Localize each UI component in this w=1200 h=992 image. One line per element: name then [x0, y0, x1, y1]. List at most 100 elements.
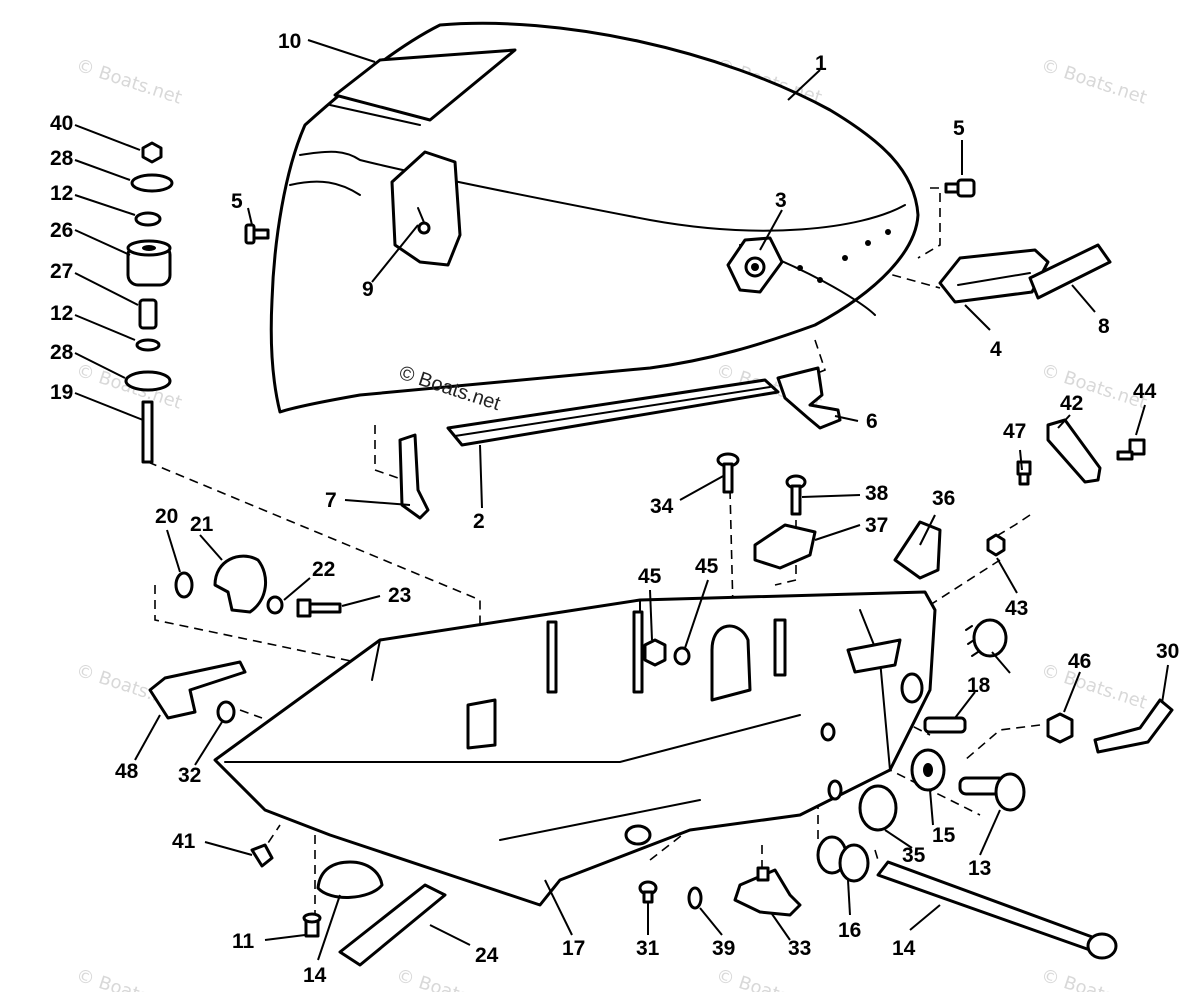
- callout-18: 17: [562, 937, 585, 960]
- bolt-24: [296, 598, 342, 618]
- callout-12b: 12: [50, 302, 73, 325]
- callout-17: 16: [838, 919, 861, 942]
- watermark: © Boats.net: [1038, 965, 1149, 992]
- screw-5-right: [944, 178, 976, 198]
- pin-19: [923, 716, 967, 734]
- grommet-16: [910, 748, 946, 792]
- washer-38: [687, 886, 703, 910]
- callout-23: 22: [312, 558, 335, 581]
- cap-14: [316, 860, 384, 899]
- knob-48: [965, 618, 1008, 658]
- nut-45a: [643, 638, 667, 667]
- lever-47: [148, 660, 247, 720]
- nut-45b: [1046, 712, 1074, 744]
- callout-40: 41: [172, 830, 196, 853]
- callout-11: 11: [232, 930, 255, 953]
- callout-38: 39: [712, 937, 735, 960]
- washer-23: [266, 595, 284, 615]
- callouts: 10 1 5 3 4 8 5 9 6 7 2 40 28 12 26 27 12…: [50, 30, 1179, 987]
- callout-24: 23: [388, 584, 411, 607]
- latch-bracket: [776, 366, 842, 430]
- lower-cover: [213, 590, 937, 907]
- leader-lines: [74, 39, 1169, 961]
- callout-8: 8: [1098, 315, 1110, 338]
- plug-30: [638, 880, 658, 904]
- rear-decal: [1028, 243, 1112, 300]
- callout-10: 10: [278, 30, 301, 53]
- washer-44: [673, 646, 691, 666]
- callout-20: 19: [50, 381, 73, 404]
- knob-17: [816, 835, 870, 883]
- callout-30: 31: [636, 937, 660, 960]
- callout-6: 6: [866, 410, 878, 433]
- bolt-33: [716, 452, 740, 494]
- callout-46: 47: [1003, 420, 1026, 443]
- callout-4: 4: [990, 338, 1002, 361]
- callout-28b: 28: [50, 341, 74, 364]
- watermark: © Boats.net: [393, 965, 504, 992]
- callout-1: 1: [815, 52, 827, 75]
- bolt-37: [785, 474, 807, 516]
- callout-13: 13: [968, 857, 991, 880]
- callout-39: 40: [50, 112, 73, 135]
- knob-13: [958, 772, 1026, 812]
- callout-19: 18: [967, 674, 991, 697]
- callout-7: 7: [325, 489, 337, 512]
- rear-panel: [938, 248, 1050, 304]
- screw-5-left: [244, 223, 270, 245]
- callout-41: 42: [1060, 392, 1083, 415]
- clip-22: [213, 554, 268, 614]
- watermark: © Boats.net: [1038, 55, 1149, 109]
- callout-37: 38: [865, 482, 889, 505]
- block-36: [753, 523, 817, 570]
- callout-25: 24: [475, 944, 499, 967]
- watermark: © Boats.net: [73, 55, 184, 109]
- callout-43: 44: [1133, 380, 1157, 403]
- callout-28a: 28: [50, 147, 74, 170]
- rod-15: [876, 860, 1118, 960]
- mount-stack: [124, 141, 174, 464]
- callout-12a: 12: [50, 182, 73, 205]
- handle-29: [1093, 698, 1174, 754]
- fitting-32: [733, 866, 802, 917]
- fitting-11: [302, 912, 322, 938]
- seal-strip: [446, 378, 780, 447]
- callout-29: 30: [1156, 640, 1179, 663]
- callout-26: 26: [50, 219, 73, 242]
- cap-34: [858, 784, 898, 832]
- watermark: © Boats.net: [1038, 660, 1149, 714]
- nut-42: [986, 533, 1006, 557]
- callout-42: 43: [1005, 597, 1028, 620]
- callout-35: 36: [932, 487, 955, 510]
- screw-46: [1016, 460, 1032, 486]
- callout-47: 48: [115, 760, 139, 783]
- clip-40: [250, 843, 274, 868]
- callout-27: 27: [50, 260, 73, 283]
- callout-5-left: 5: [231, 190, 243, 213]
- callout-22: 21: [190, 513, 214, 536]
- washer-31: [216, 700, 236, 724]
- callout-9: 9: [362, 278, 374, 301]
- callout-16: 15: [932, 824, 956, 847]
- engine-cover: [269, 21, 920, 414]
- washer-21: [174, 571, 194, 599]
- callout-32: 33: [788, 937, 811, 960]
- callout-45a: 45: [638, 565, 662, 588]
- lever-41: [1046, 418, 1102, 484]
- callout-15: 14: [892, 937, 916, 960]
- callout-36: 37: [865, 514, 888, 537]
- callout-45b: 46: [1068, 650, 1091, 673]
- watermark: © Boats.net: [73, 965, 184, 992]
- callout-31: 32: [178, 764, 201, 787]
- pad-35: [893, 520, 942, 580]
- callout-14: 14: [303, 964, 327, 987]
- watermark: © Boats.net: [713, 965, 824, 992]
- callout-5-right: 5: [953, 117, 965, 140]
- callout-21: 20: [155, 505, 178, 528]
- callout-34: 35: [902, 844, 926, 867]
- callout-2: 2: [473, 510, 485, 533]
- callout-33: 34: [650, 495, 674, 518]
- callout-44: 45: [695, 555, 719, 578]
- strip-25: [338, 883, 447, 967]
